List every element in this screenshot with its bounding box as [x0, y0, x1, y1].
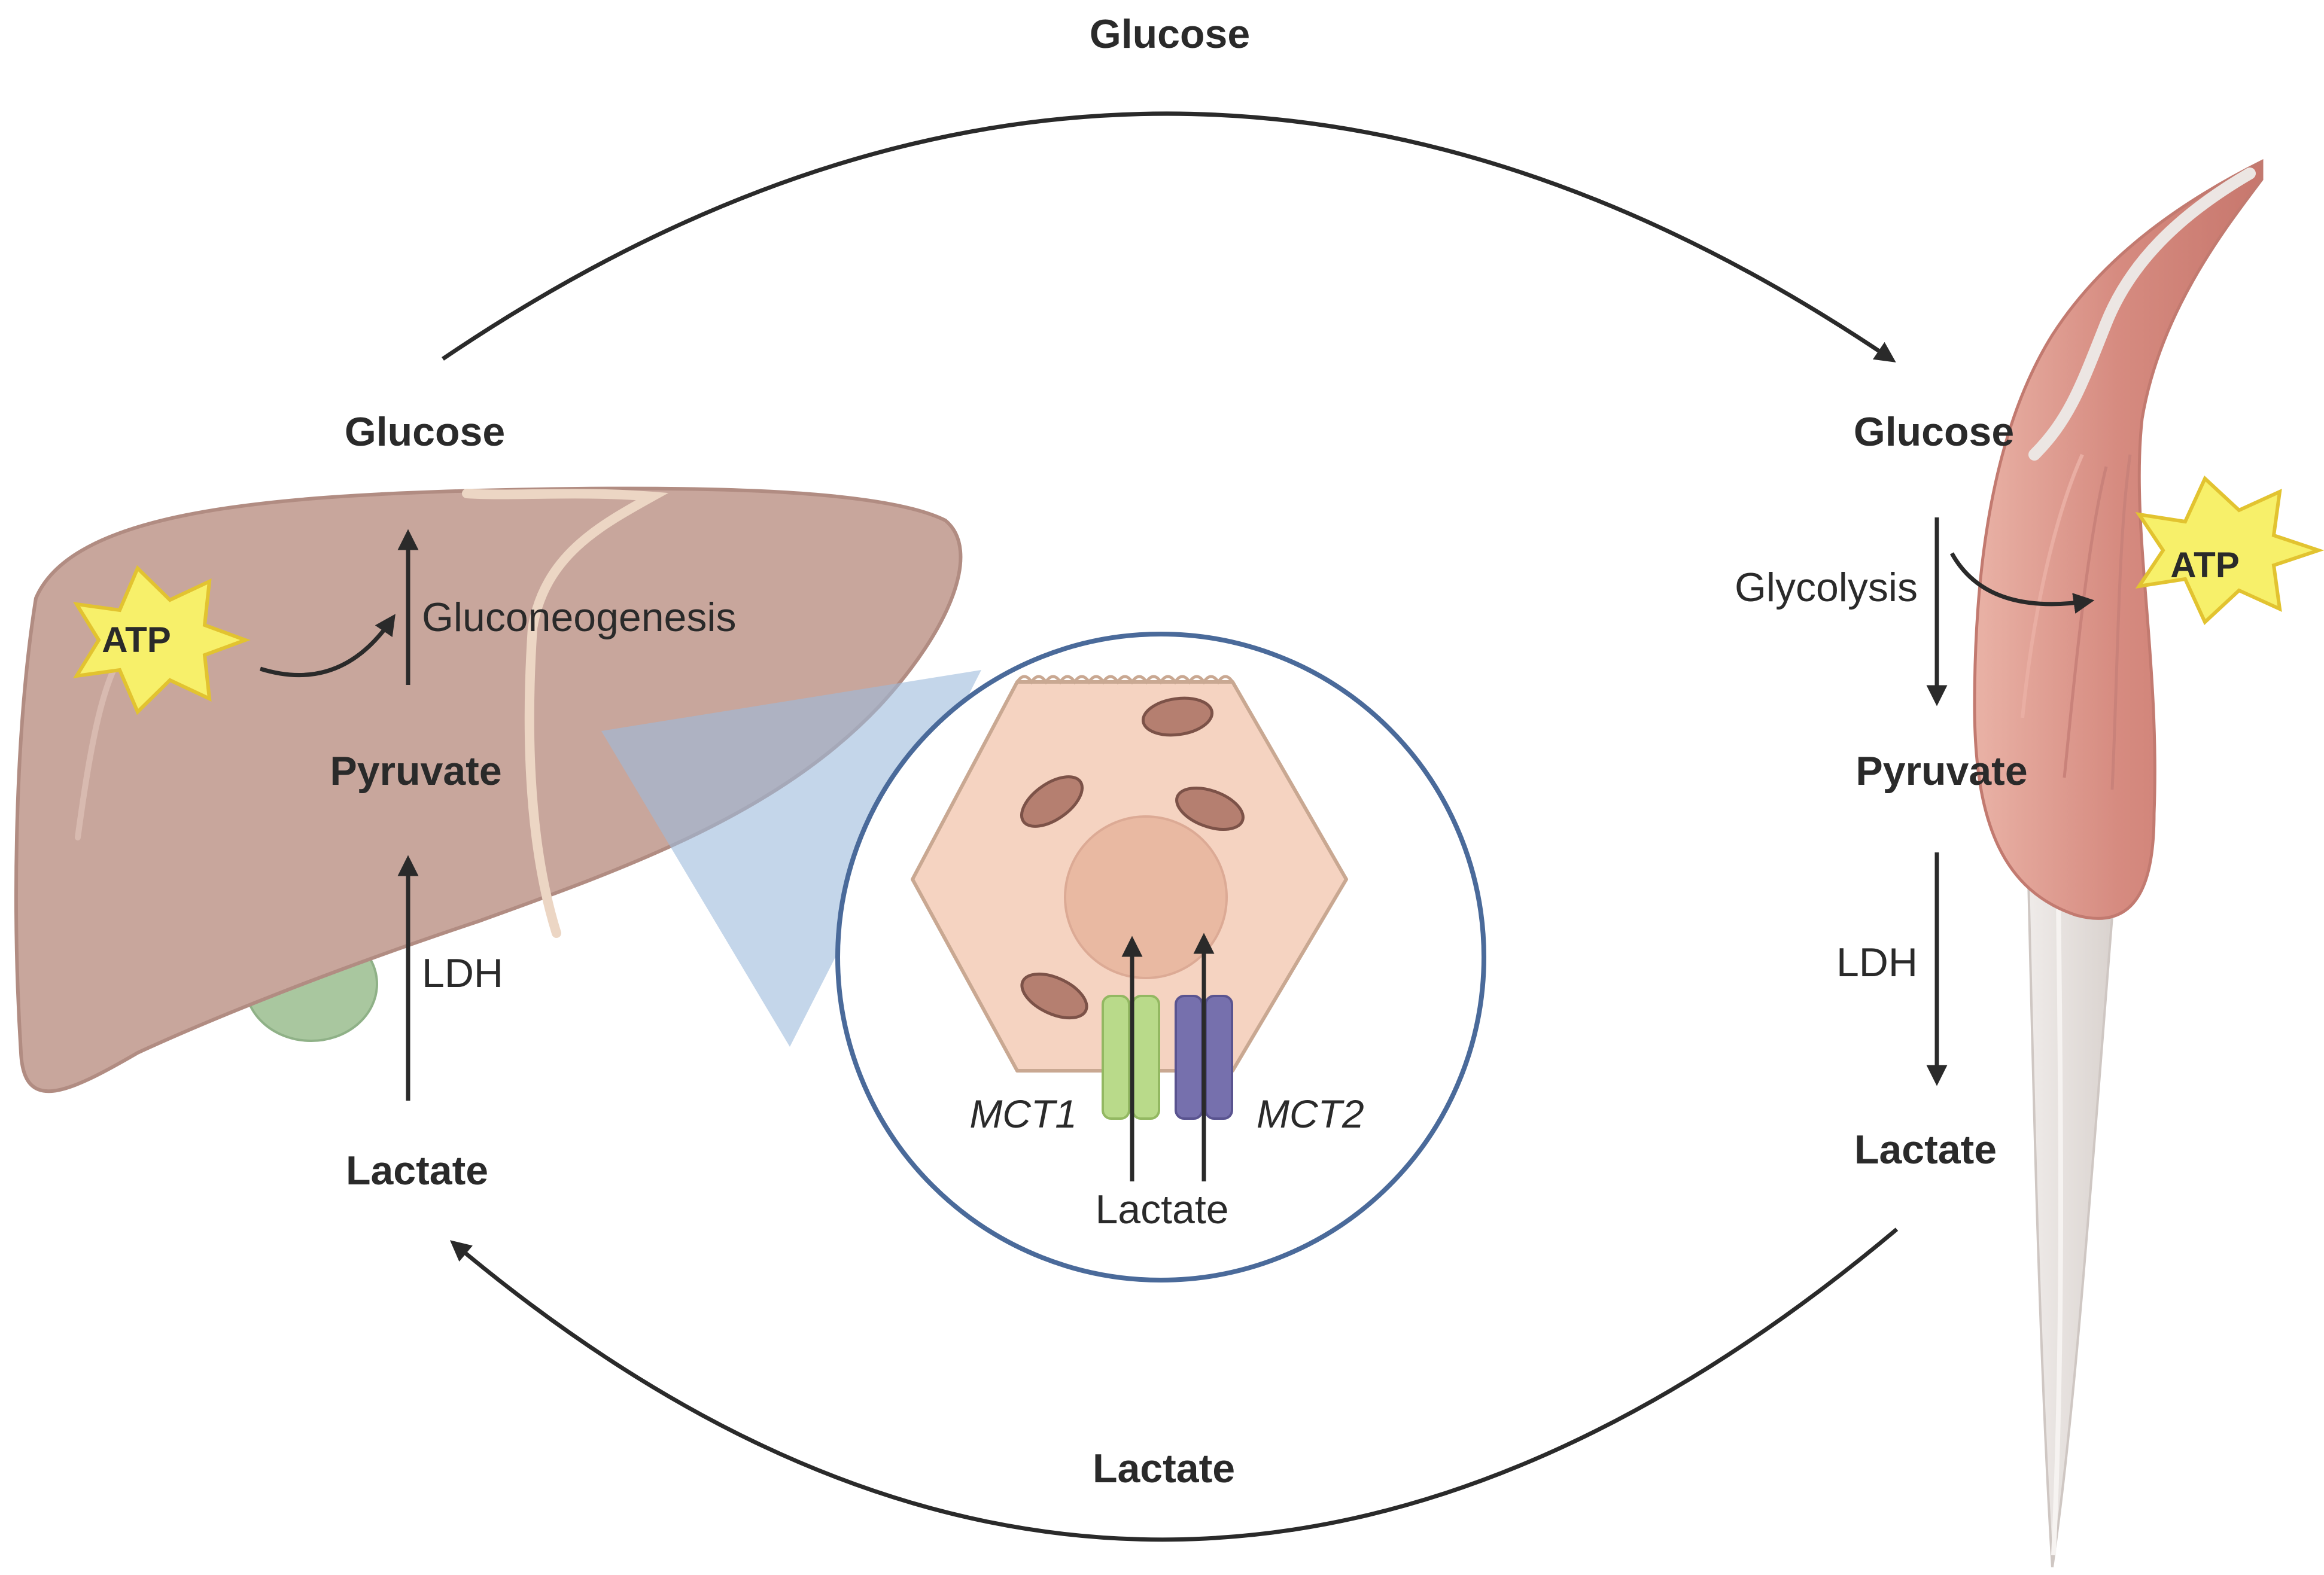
muscle-lactate-label: Lactate — [1854, 1127, 1997, 1172]
gluconeogenesis-label: Gluconeogenesis — [422, 595, 736, 640]
mct2-label: MCT2 — [1257, 1092, 1364, 1136]
muscle-atp-curve-arrow — [1949, 552, 2095, 614]
inset-lactate-label: Lactate — [1095, 1187, 1228, 1232]
atp-burst-icon — [2135, 475, 2324, 626]
glucose-transport-arrow — [442, 111, 1896, 362]
falciform-ligament — [462, 489, 669, 938]
liver-ldh-label: LDH — [422, 951, 503, 996]
mitochondrion — [1175, 787, 1245, 831]
hepatocyte-cell — [911, 675, 1348, 1073]
atp-curve-arrow — [259, 614, 396, 678]
muscle-glucose-label: Glucose — [1854, 409, 2014, 455]
liver-atp-label: ATP — [102, 620, 171, 660]
mitochondrion — [1020, 775, 1084, 828]
liver-lactate-label: Lactate — [346, 1148, 488, 1193]
muscle-belly — [1973, 159, 2264, 920]
mct1-transporter — [1102, 995, 1160, 1120]
mitochondrion — [1141, 696, 1214, 737]
liver-pyruvate-label: Pyruvate — [330, 748, 501, 794]
zoom-wedge — [601, 670, 981, 1047]
mct1-label: MCT1 — [969, 1092, 1077, 1136]
tendon — [2027, 878, 2117, 1568]
muscle-pyruvate-label: Pyruvate — [1855, 748, 2027, 794]
muscle-ldh-label: LDH — [1836, 940, 1918, 985]
glycolysis-label: Glycolysis — [1735, 565, 1918, 610]
atp-burst-icon — [73, 565, 251, 715]
top-arc-label: Glucose — [1090, 11, 1250, 57]
liver-glucose-label: Glucose — [345, 409, 505, 455]
bottom-arc-label: Lactate — [1093, 1446, 1235, 1491]
lactate-transport-arrow — [449, 1227, 1899, 1542]
mitochondrion — [1020, 972, 1088, 1020]
cell-nucleus — [1064, 815, 1228, 979]
muscle-atp-label: ATP — [2170, 545, 2240, 585]
liver-illustration — [14, 486, 963, 1093]
muscle-illustration — [1973, 159, 2264, 1568]
mct2-transporter — [1175, 995, 1233, 1120]
